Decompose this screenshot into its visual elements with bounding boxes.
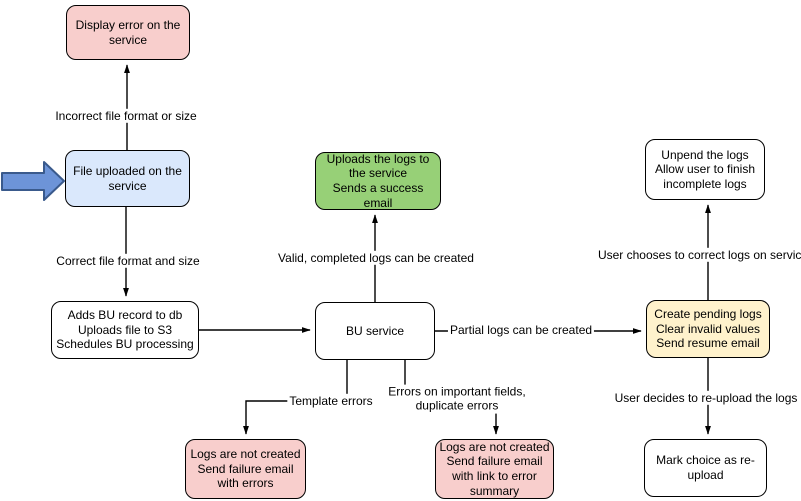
node-file-uploaded: File uploaded on the service	[65, 150, 190, 207]
node-mark-choice-reupload: Mark choice as re- upload	[644, 439, 767, 497]
label-important-errors: Errors on important fields, duplicate er…	[386, 384, 528, 414]
start-arrow-icon	[1, 161, 65, 201]
node-logs-not-created-errors: Logs are not created Send failure email …	[185, 439, 306, 499]
node-adds-bu-record: Adds BU record to db Uploads file to S3 …	[51, 301, 199, 359]
label-choose-correct: User chooses to correct logs on service	[595, 247, 801, 263]
node-upload-success: Uploads the logs to the service Sends a …	[315, 152, 441, 210]
node-bu-service: BU service	[315, 302, 435, 360]
node-display-error: Display error on the service	[66, 5, 190, 60]
label-template-errors: Template errors	[287, 393, 375, 409]
label-correct-format: Correct file format and size	[54, 253, 202, 269]
node-logs-not-created-summary: Logs are not created Send failure email …	[435, 439, 554, 499]
label-reupload: User decides to re-upload the logs	[612, 390, 800, 406]
label-partial-logs: Partial logs can be created	[447, 322, 595, 338]
node-unpend-logs: Unpend the logs Allow user to finish inc…	[645, 139, 765, 200]
label-valid-logs: Valid, completed logs can be created	[276, 250, 476, 266]
label-incorrect-format: Incorrect file format or size	[53, 108, 199, 124]
node-create-pending-logs: Create pending logs Clear invalid values…	[646, 300, 770, 358]
